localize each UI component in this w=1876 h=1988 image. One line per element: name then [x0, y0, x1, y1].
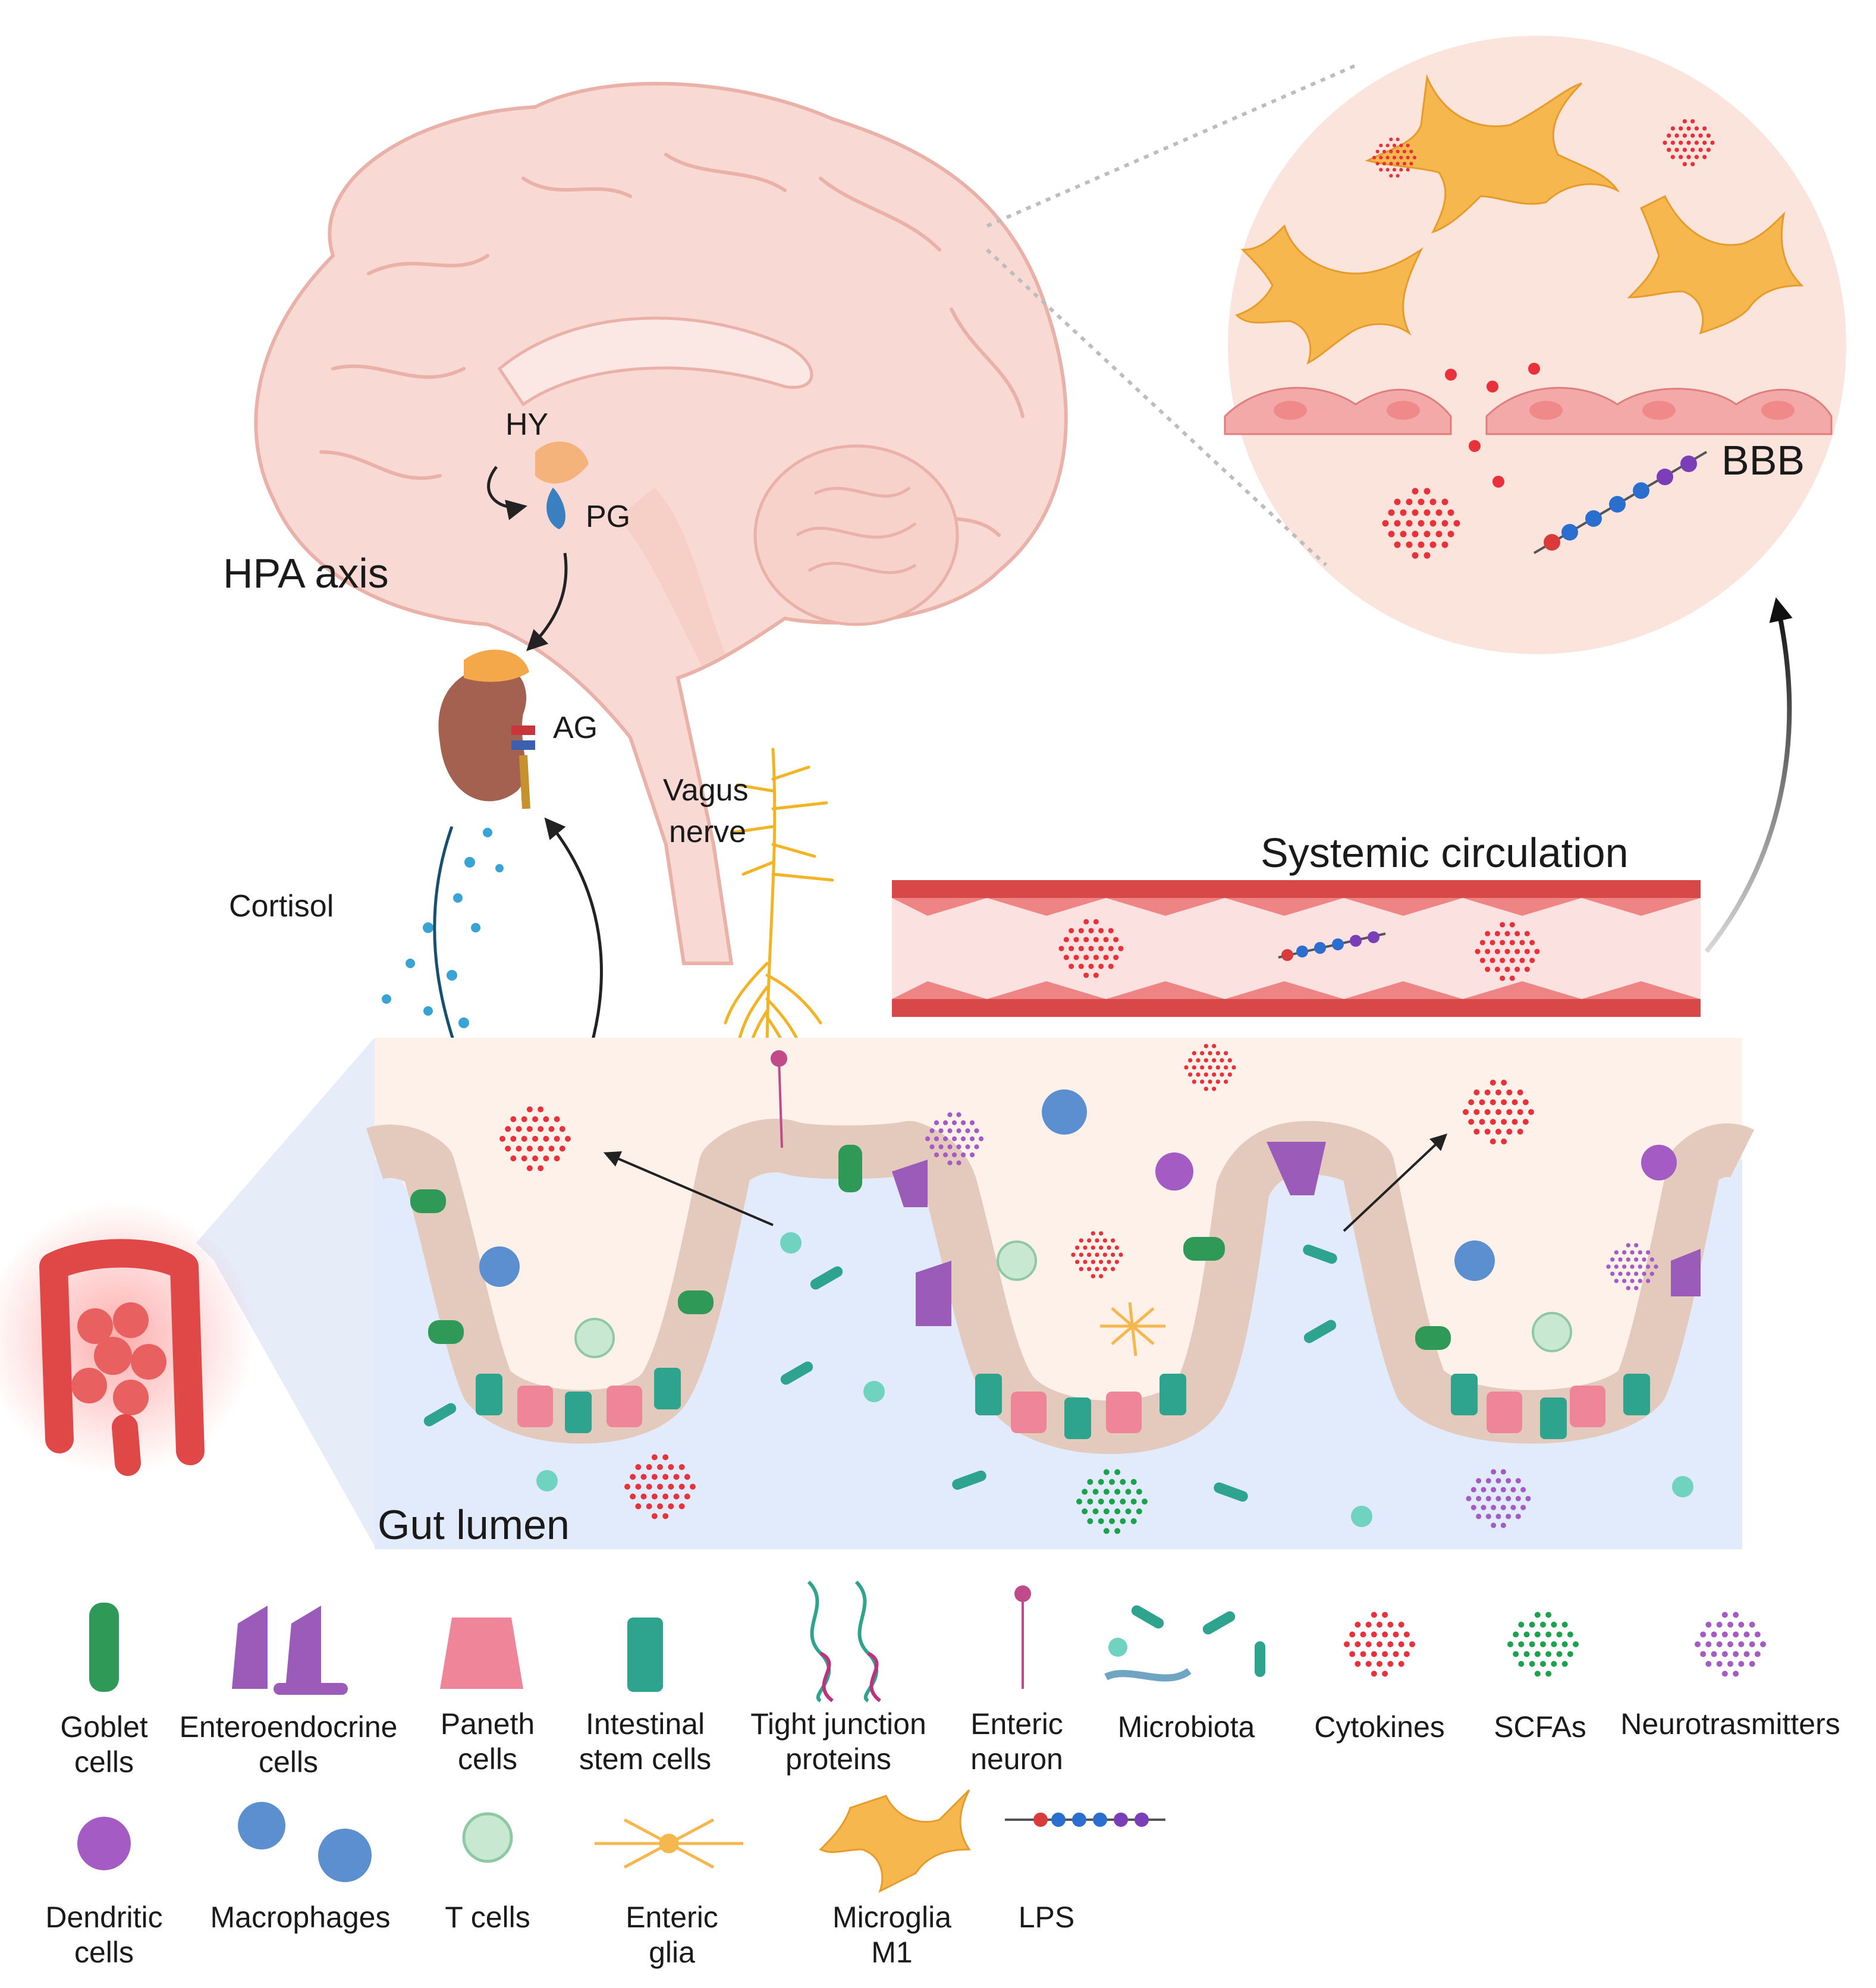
label-systemic-circulation: Systemic circulation: [1261, 830, 1629, 876]
label-hpa-axis: HPA axis: [223, 550, 389, 596]
label-pg: PG: [586, 500, 631, 534]
cytokine-legend-icon: [1344, 1612, 1415, 1677]
stem-cell-icon: [627, 1618, 663, 1692]
label-vagus-2: nerve: [669, 815, 747, 849]
gut-cells: [410, 1050, 1701, 1527]
cytokine-cluster: [1382, 488, 1460, 559]
legend-scfas: SCFAs: [1494, 1710, 1586, 1744]
particle-clusters: [499, 119, 1766, 1677]
lps-molecule-vessel: [1278, 931, 1386, 961]
legend-lps: LPS: [1018, 1901, 1075, 1934]
intestine-organ: [0, 1201, 256, 1476]
cytokine-cluster: [1071, 1231, 1123, 1279]
neurotransmitter-legend-icon: [1695, 1612, 1766, 1677]
lps-molecule-bbb: [1533, 451, 1708, 554]
label-bbb: BBB: [1721, 437, 1805, 483]
microbiota-icon: [1104, 1605, 1265, 1682]
enteric-neuron-icon: [1014, 1585, 1031, 1689]
neurotransmitter-cluster: [1606, 1243, 1658, 1290]
cytokine-cluster: [1372, 137, 1417, 178]
vagus-nerve: [724, 748, 834, 1072]
cytokine-cluster: [1058, 919, 1124, 978]
label-ag: AG: [553, 711, 598, 745]
cytokine-cluster: [1663, 119, 1715, 167]
dendritic-cell-icon: [77, 1817, 131, 1870]
enteroendocrine-cell-icon: [232, 1606, 348, 1695]
microglia-icon: [819, 1789, 971, 1893]
goblet-cell-icon: [89, 1603, 119, 1692]
t-cell-icon: [462, 1812, 513, 1863]
legend-microbiota: Microbiota: [1117, 1710, 1255, 1744]
cytokine-cluster: [1463, 1079, 1534, 1145]
bbb-inset: [985, 36, 1846, 654]
tight-junction-icon: [807, 1580, 881, 1703]
label-vagus-1: Vagus: [663, 773, 749, 808]
lps-icon: [1005, 1813, 1165, 1827]
cytokine-cluster: [499, 1106, 571, 1172]
scfa-legend-icon: [1507, 1612, 1579, 1677]
legend-cytokines: Cytokines: [1314, 1710, 1445, 1744]
legend-icons: [77, 1580, 1265, 1893]
scfa-cluster: [1076, 1469, 1148, 1534]
brain: [254, 81, 1068, 965]
cytokine-cluster: [1475, 922, 1540, 981]
adrenal-gland-kidney: [438, 649, 535, 809]
neurotransmitter-cluster: [1466, 1469, 1531, 1528]
paneth-cell-icon: [440, 1618, 523, 1689]
systemic-circulation-vessel: [892, 880, 1701, 1017]
macrophage-icon: [238, 1802, 372, 1882]
pg-to-ag-arrow: [526, 552, 568, 651]
neurotransmitter-cluster: [925, 1112, 984, 1166]
enteric-glia-icon: [595, 1818, 743, 1869]
label-gut-lumen: Gut lumen: [378, 1502, 570, 1548]
circulation-to-bbb-arrow: [1704, 597, 1793, 953]
microglia-cells: [1235, 74, 1804, 365]
legend-macrophages: Macrophages: [210, 1901, 391, 1934]
legend-tcells: T cells: [445, 1901, 530, 1934]
label-cortisol: Cortisol: [229, 889, 334, 924]
cytokine-cluster: [624, 1454, 696, 1519]
label-hy: HY: [505, 407, 549, 442]
legend-neurotransmitters: Neurotrasmitters: [1620, 1707, 1840, 1741]
cytokine-cluster: [1184, 1044, 1236, 1091]
